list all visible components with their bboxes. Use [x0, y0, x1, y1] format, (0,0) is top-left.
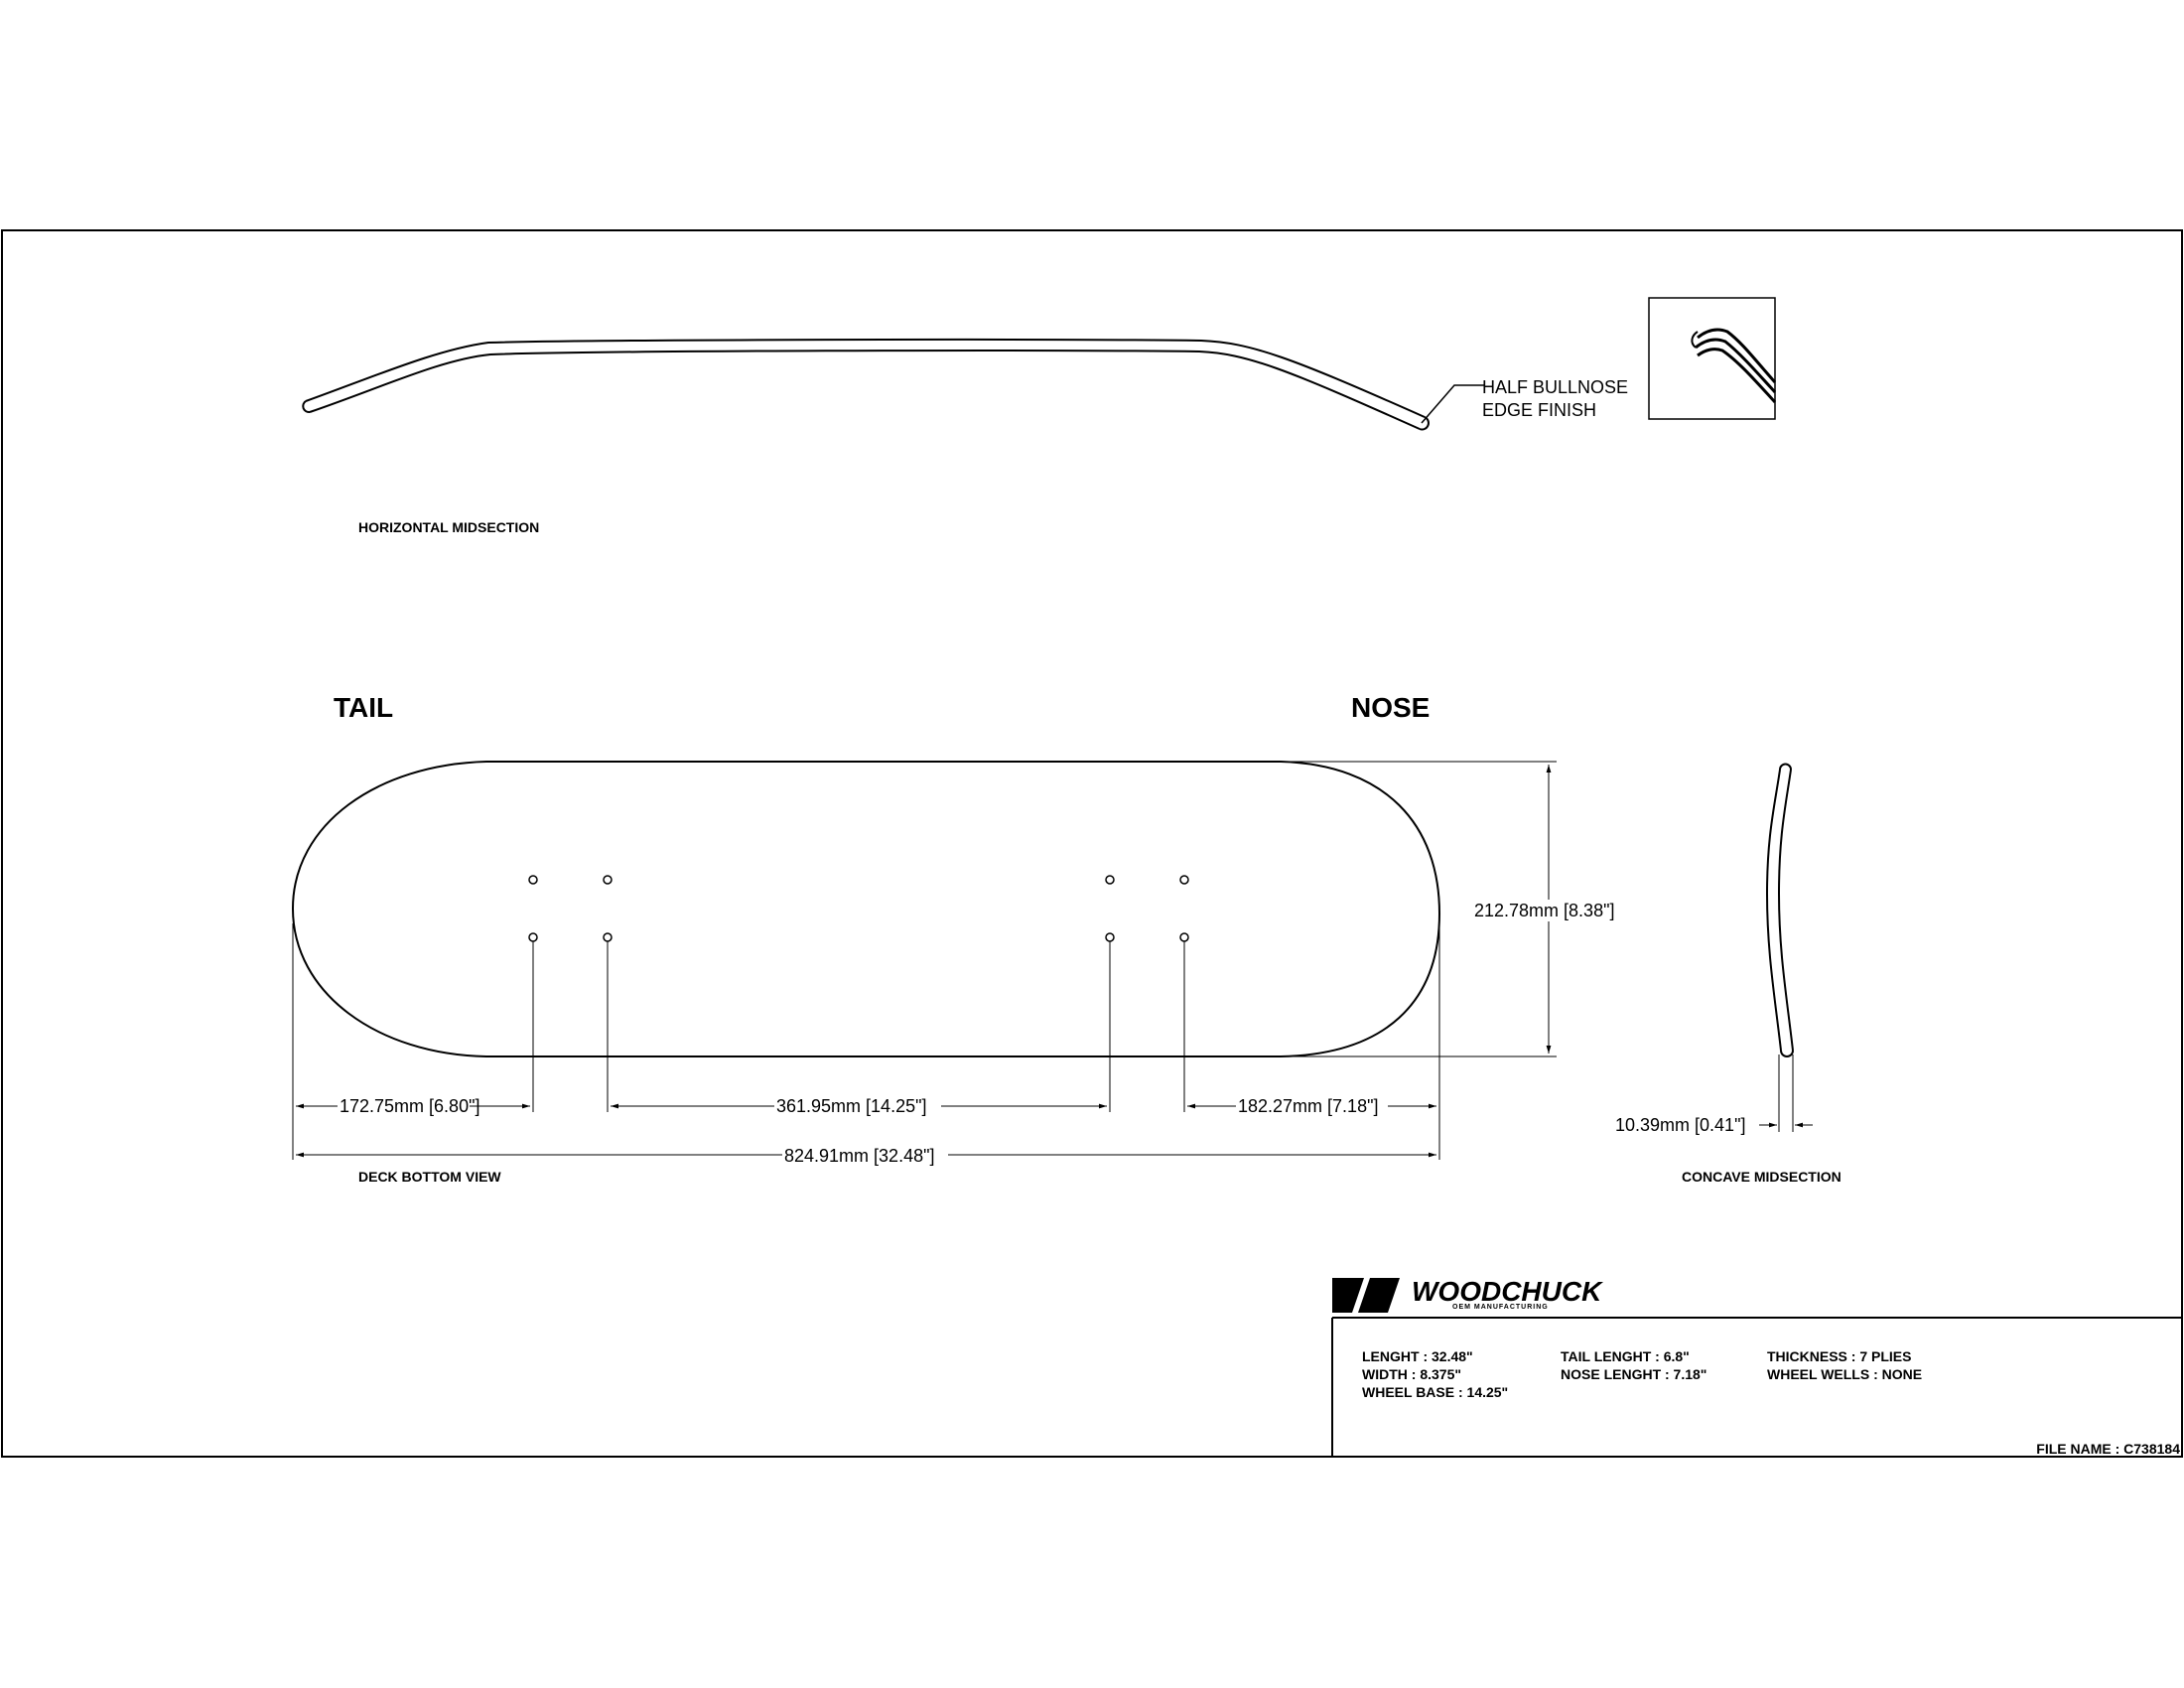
edge-finish-label-line2: EDGE FINISH	[1482, 400, 1596, 420]
file-name: FILE NAME : C738184	[2036, 1441, 2180, 1457]
extension-lines	[292, 761, 1557, 1160]
tail-label: TAIL	[334, 692, 393, 723]
edge-finish-label-line1: HALF BULLNOSE	[1482, 377, 1628, 397]
woodchuck-logo: WOODCHUCK OEM MANUFACTURING	[1332, 1276, 1603, 1313]
nose-length-dimension: 182.27mm [7.18"]	[1187, 1096, 1436, 1116]
svg-text:OEM MANUFACTURING: OEM MANUFACTURING	[1452, 1304, 1549, 1311]
spec-thickness: THICKNESS : 7 PLIES	[1767, 1348, 1911, 1364]
svg-text:361.95mm [14.25"]: 361.95mm [14.25"]	[776, 1096, 926, 1116]
tail-length-dimension: 172.75mm [6.80"]	[296, 1096, 530, 1116]
horizontal-midsection-profile	[302, 338, 1430, 431]
deck-outline	[291, 761, 1441, 1057]
spec-length: LENGHT : 32.48"	[1362, 1348, 1473, 1364]
spec-tail-length: TAIL LENGHT : 6.8"	[1561, 1348, 1690, 1364]
spec-wheel-wells: WHEEL WELLS : NONE	[1767, 1366, 1922, 1382]
concave-midsection-label: CONCAVE MIDSECTION	[1682, 1169, 1842, 1185]
wheelbase-dimension: 361.95mm [14.25"]	[611, 1096, 1107, 1116]
svg-text:WOODCHUCK: WOODCHUCK	[1412, 1276, 1603, 1307]
concave-midsection-profile	[1765, 763, 1794, 1057]
svg-text:10.39mm [0.41"]: 10.39mm [0.41"]	[1615, 1115, 1745, 1135]
horizontal-midsection-label: HORIZONTAL MIDSECTION	[358, 519, 539, 535]
overall-length-dimension: 824.91mm [32.48"]	[296, 1146, 1436, 1166]
svg-text:172.75mm [6.80"]: 172.75mm [6.80"]	[340, 1096, 479, 1116]
title-block	[1331, 1317, 2182, 1457]
thickness-dimension: 10.39mm [0.41"]	[1615, 1055, 1813, 1135]
spec-nose-length: NOSE LENGHT : 7.18"	[1561, 1366, 1706, 1382]
drawing-frame	[1, 229, 2183, 1458]
nose-label: NOSE	[1351, 692, 1430, 723]
svg-text:824.91mm [32.48"]: 824.91mm [32.48"]	[784, 1146, 934, 1166]
edge-finish-leader	[1421, 384, 1484, 424]
svg-text:212.78mm [8.38"]: 212.78mm [8.38"]	[1474, 901, 1614, 920]
width-dimension: 212.78mm [8.38"]	[1474, 765, 1614, 1054]
deck-bottom-view-label: DECK BOTTOM VIEW	[358, 1169, 501, 1185]
edge-detail-inset	[1648, 297, 1777, 420]
spec-width: WIDTH : 8.375"	[1362, 1366, 1461, 1382]
truck-holes	[528, 875, 1189, 942]
spec-wheel-base: WHEEL BASE : 14.25"	[1362, 1384, 1508, 1400]
svg-text:182.27mm [7.18"]: 182.27mm [7.18"]	[1238, 1096, 1378, 1116]
